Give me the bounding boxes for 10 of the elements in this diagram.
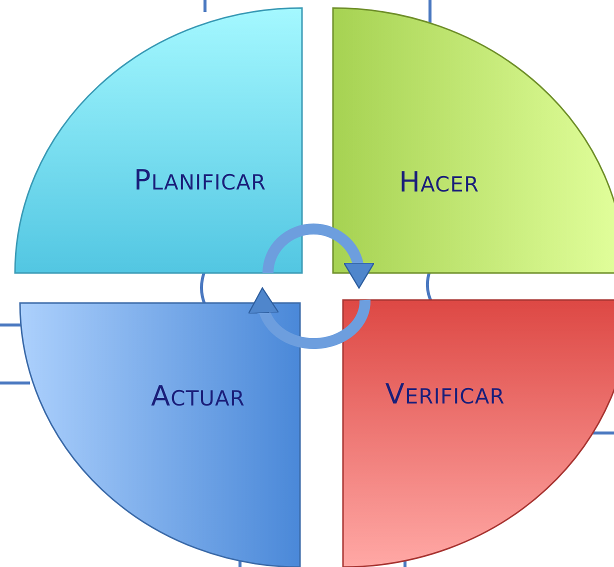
curved-arrow [248, 287, 370, 349]
quadrant-label: VERIFICAR [385, 378, 505, 410]
quadrant-label: PLANIFICAR [134, 164, 266, 196]
quadrant-shape [15, 8, 302, 273]
quadrant-label: HACER [398, 166, 480, 198]
quadrant-shape [343, 300, 614, 567]
quadrant-label: ACTUAR [151, 380, 245, 412]
curved-arrow [262, 224, 374, 289]
quadrant-shape [333, 8, 614, 273]
quadrant-shape [20, 303, 300, 567]
